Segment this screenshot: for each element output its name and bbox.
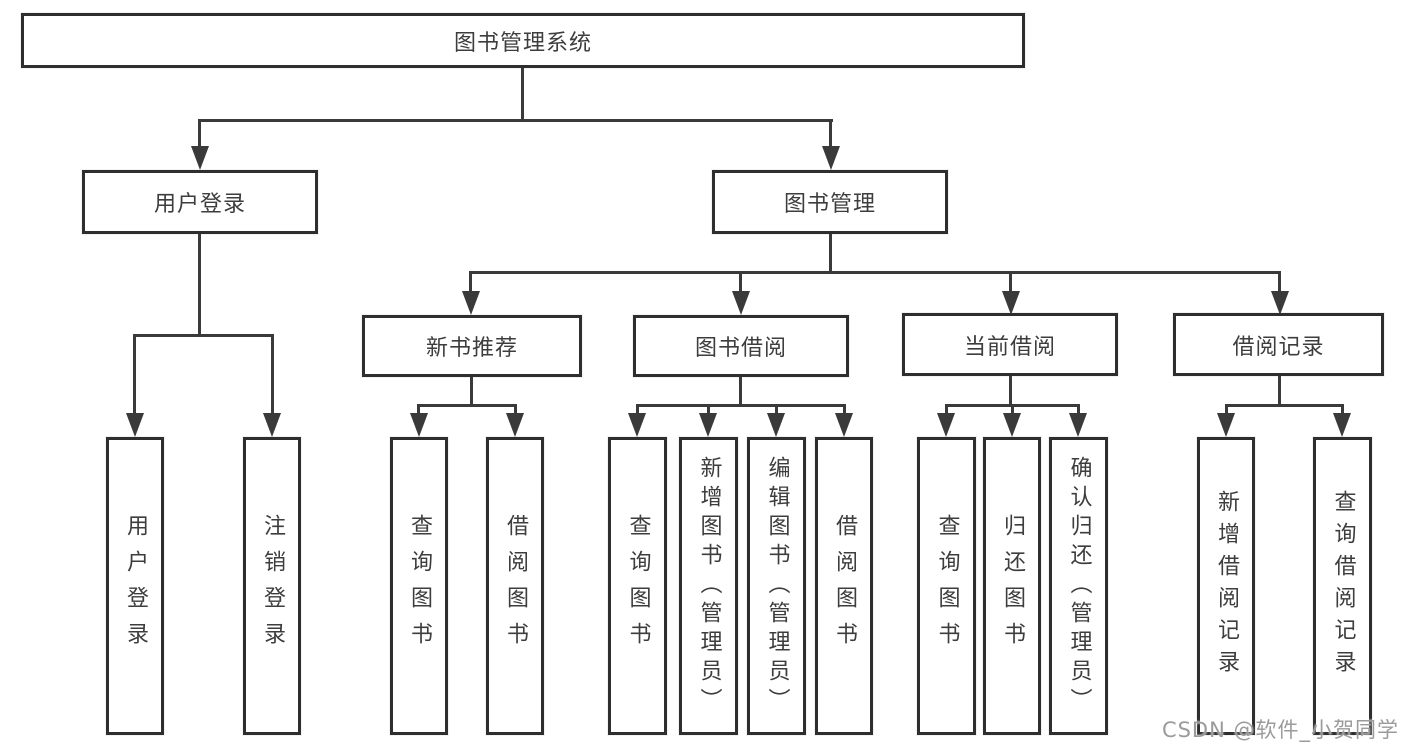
leaf-confirm-return-admin: 确认归还（管理员） [1049,437,1108,735]
arrowhead-user-login [191,146,209,170]
connector-borrow-leaf1-drop [636,404,639,415]
leaf-confirm-return-admin-label: 确认归还（管理员） [1066,455,1092,717]
leaf-current-query: 查询图书 [917,437,976,735]
connector-newbook-stem [470,377,473,407]
node-book-borrow-label: 图书借阅 [694,336,787,361]
node-user-login-label: 用户登录 [153,192,246,217]
leaf-newbook-query-label: 查询图书 [407,514,432,658]
connector-current-leaf1-drop [945,404,948,415]
node-current-borrow-label: 当前借阅 [963,334,1056,360]
node-book-mgmt-label: 图书管理 [783,192,876,217]
leaf-newbook-borrow: 借阅图书 [486,437,544,735]
node-current-borrow: 当前借阅 [902,313,1118,376]
connector-newbook-branch [417,404,517,407]
leaf-logout: 注销登录 [243,437,301,735]
node-book-mgmt: 图书管理 [712,170,948,234]
csdn-watermark: CSDN @软件_小贺同学 [1161,718,1399,742]
leaf-return-book-label: 归还图书 [1000,514,1025,658]
node-new-book-recommend: 新书推荐 [362,315,582,377]
arrowhead-login-leaf2 [263,413,281,437]
connector-records-drop [1278,271,1281,293]
connector-records-leaf1-drop [1225,404,1228,415]
arrowhead-borrow-leaf4 [835,413,853,437]
leaf-borrow-query: 查询图书 [608,437,667,735]
connector-borrow-branch [636,404,846,407]
connector-book-mgmt-drop [829,119,832,150]
leaf-borrow-edit-admin: 编辑图书（管理员） [747,437,806,735]
node-book-borrow: 图书借阅 [633,315,849,377]
arrowhead-current-leaf3 [1069,413,1087,437]
connector-user-login-stem [198,234,201,337]
leaf-borrow-edit-admin-label: 编辑图书（管理员） [764,455,790,717]
arrowhead-newbook [462,291,480,315]
connector-borrow-leaf4-drop [843,404,846,415]
connector-newbook-leaf1-drop [417,404,420,415]
arrowhead-records [1271,291,1289,315]
connector-current-stem [1009,376,1012,407]
arrowhead-borrow [732,291,750,315]
connector-newbook-leaf2-drop [514,404,517,415]
arrowhead-current-leaf2 [1003,413,1021,437]
node-user-login: 用户登录 [82,170,318,234]
connector-login-leaf2-drop [271,334,274,415]
arrowhead-borrow-leaf2 [699,413,717,437]
connector-borrow-leaf2-drop [707,404,710,415]
leaf-newbook-query: 查询图书 [390,437,448,735]
leaf-borrow-book: 借阅图书 [815,437,873,735]
leaf-query-borrow-record: 查询借阅记录 [1313,437,1372,735]
leaf-borrow-query-label: 查询图书 [625,514,651,658]
node-root-label: 图书管理系统 [453,30,592,56]
leaf-add-borrow-record: 新增借阅记录 [1197,437,1255,735]
connector-borrow-leaf3-drop [775,404,778,415]
leaf-add-borrow-record-label: 新增借阅记录 [1214,490,1239,682]
leaf-newbook-borrow-label: 借阅图书 [503,514,528,658]
connector-root-branch [198,119,833,122]
arrowhead-newbook-leaf2 [506,413,524,437]
arrowhead-records-leaf2 [1333,413,1351,437]
connector-current-drop [1009,271,1012,293]
leaf-borrow-book-label: 借阅图书 [832,514,857,658]
node-new-book-recommend-label: 新书推荐 [425,336,518,361]
node-borrow-records: 借阅记录 [1173,313,1384,376]
node-root: 图书管理系统 [21,13,1025,68]
arrowhead-borrow-leaf1 [628,413,646,437]
leaf-return-book: 归还图书 [983,437,1041,735]
connector-records-branch [1225,404,1344,407]
connector-user-login-drop [198,119,201,150]
leaf-current-query-label: 查询图书 [934,514,960,658]
leaf-user-login-label: 用户登录 [123,514,148,658]
arrowhead-login-leaf1 [126,413,144,437]
leaf-borrow-add-admin: 新增图书（管理员） [679,437,738,735]
arrowhead-current-leaf1 [937,413,955,437]
node-borrow-records-label: 借阅记录 [1232,334,1325,360]
leaf-user-login: 用户登录 [106,437,164,735]
connector-current-leaf2-drop [1011,404,1014,415]
leaf-borrow-add-admin-label: 新增图书（管理员） [696,455,722,717]
connector-login-leaf1-drop [133,334,136,415]
leaf-logout-label: 注销登录 [260,514,285,658]
connector-root-stem [521,68,524,121]
arrowhead-book-mgmt [822,146,840,170]
connector-user-login-branch [133,334,274,337]
connector-borrow-drop [739,271,742,293]
connector-newbook-drop [469,271,472,293]
connector-current-leaf3-drop [1077,404,1080,415]
connector-borrow-stem [739,377,742,407]
connector-records-stem [1278,376,1281,407]
arrowhead-records-leaf1 [1217,413,1235,437]
arrowhead-current [1002,291,1020,315]
arrowhead-newbook-leaf1 [410,413,428,437]
connector-book-mgmt-branch [469,271,1281,274]
arrowhead-borrow-leaf3 [767,413,785,437]
connector-records-leaf2-drop [1341,404,1344,415]
connector-book-mgmt-stem [829,234,832,274]
leaf-query-borrow-record-label: 查询借阅记录 [1330,490,1356,682]
